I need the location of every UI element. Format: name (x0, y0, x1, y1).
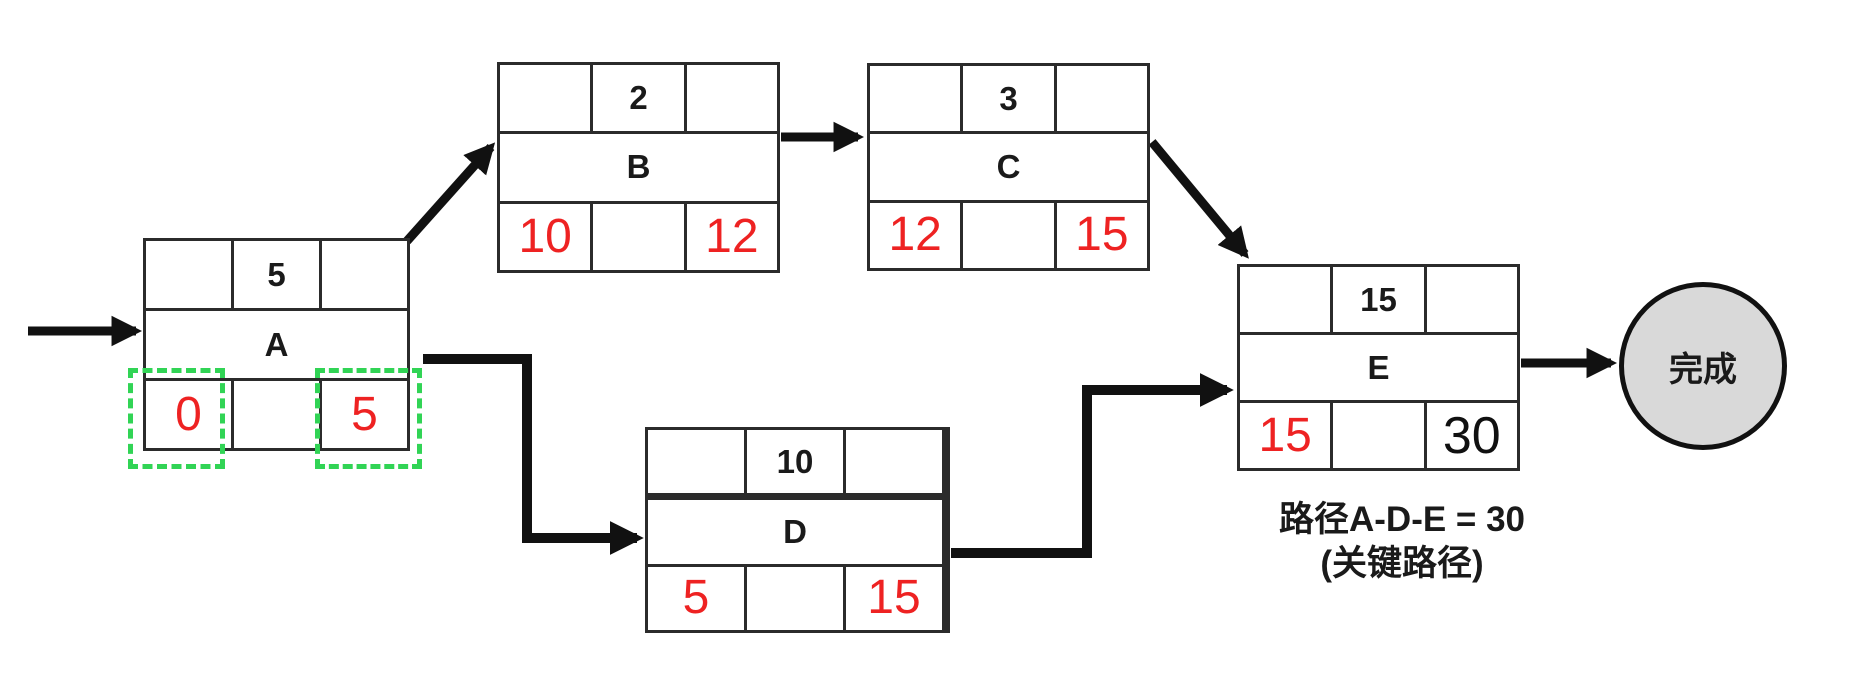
edge-a-to-b (403, 142, 496, 244)
activity-node-c: 3 C 12 15 (867, 63, 1150, 271)
activity-node-b: 2 B 10 12 (497, 62, 780, 273)
node-a-top-left-cell (146, 241, 231, 308)
node-e-duration: 15 (1330, 267, 1423, 332)
node-b-early-finish: 12 (683, 203, 777, 270)
node-c-early-start: 12 (888, 208, 942, 262)
node-a-early-finish: 5 (319, 381, 407, 448)
node-c-top-left-cell (870, 66, 960, 131)
node-e-early-finish: 30 (1423, 403, 1517, 468)
node-a-early-start: 0 (175, 387, 202, 441)
node-e-top-right-cell (1423, 267, 1517, 332)
node-a-label: A (146, 308, 407, 378)
node-e-label: E (1240, 332, 1517, 400)
node-a-top-row: 5 (146, 241, 407, 308)
caption-line-1: 路径A-D-E = 30 (1278, 500, 1526, 539)
node-d-early-start: 5 (682, 571, 710, 625)
node-d-bottom-mid-cell (744, 566, 843, 630)
node-b-bottom-row: 10 12 (500, 200, 777, 270)
finish-node: 完成 (1619, 282, 1787, 450)
highlight-a-early-start (128, 368, 225, 469)
node-c-label: C (870, 131, 1147, 199)
node-b-top-left-cell (500, 65, 590, 131)
node-a-bottom-row: 0 5 (146, 378, 407, 448)
critical-path-caption: 路径A-D-E = 30 (关键路径) (1232, 498, 1572, 586)
finish-node-label: 完成 (1669, 350, 1737, 389)
node-b-top-right-cell (683, 65, 777, 132)
node-c-bottom-row: 12 15 (870, 199, 1147, 268)
node-e-bottom-row: 15 30 (1240, 400, 1517, 468)
node-e-top-left-cell (1240, 267, 1330, 332)
node-b-duration: 2 (590, 65, 683, 132)
activity-node-a: 5 A 0 5 (143, 238, 410, 451)
edge-c-to-e (1148, 139, 1249, 259)
node-e-bottom-mid-cell (1330, 403, 1423, 468)
node-d-top-left-cell (648, 430, 744, 493)
node-d-duration: 10 (744, 430, 843, 494)
node-c-top-right-cell (1053, 66, 1147, 132)
node-d-top-right-cell (843, 430, 942, 494)
node-b-label: B (500, 131, 777, 200)
edge-d-to-e (951, 372, 1234, 558)
node-c-top-row: 3 (870, 66, 1147, 132)
node-c-bottom-mid-cell (960, 202, 1053, 268)
node-d-label: D (648, 493, 942, 563)
activity-node-d: 10 D 5 15 (645, 427, 950, 633)
node-a-duration: 5 (231, 241, 319, 308)
node-b-bottom-mid-cell (590, 203, 683, 270)
node-a-bottom-mid-cell (231, 381, 319, 448)
edge-a-to-d (423, 354, 644, 556)
node-d-early-finish: 15 (843, 566, 942, 630)
node-c-early-finish: 15 (1053, 202, 1147, 268)
node-b-early-start: 10 (518, 209, 572, 263)
activity-node-e: 15 E 15 30 (1237, 264, 1520, 471)
node-e-early-start: 15 (1258, 408, 1312, 462)
highlight-a-early-finish (315, 368, 422, 469)
node-d-top-row: 10 (648, 430, 942, 494)
node-d-bottom-row: 5 15 (648, 563, 942, 630)
node-a-top-right-cell (319, 241, 407, 308)
node-b-top-row: 2 (500, 65, 777, 132)
node-c-duration: 3 (960, 66, 1053, 132)
caption-line-2: (关键路径) (1320, 543, 1484, 583)
node-e-top-row: 15 (1240, 267, 1517, 332)
